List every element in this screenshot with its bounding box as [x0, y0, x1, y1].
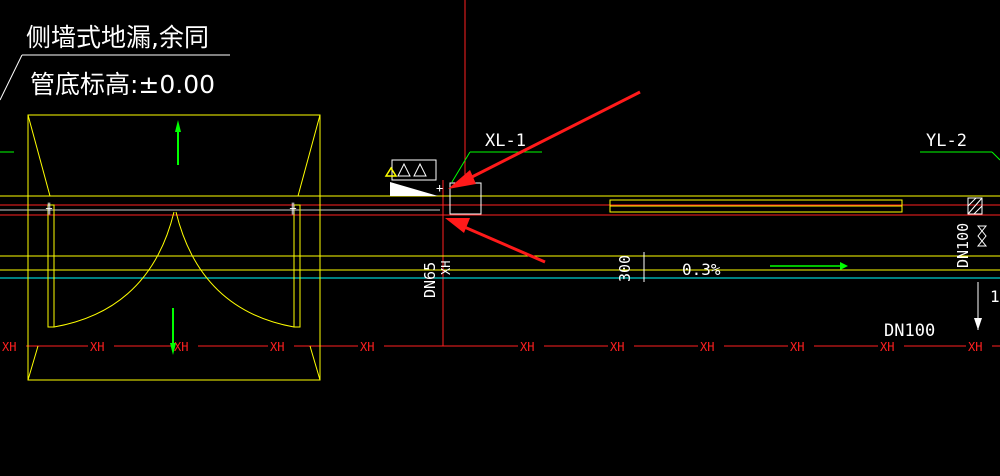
- xh-marker-bg: [608, 339, 634, 353]
- xh-marker: XH: [968, 340, 982, 354]
- xh-marker: XH: [880, 340, 894, 354]
- xh-marker: XH: [610, 340, 624, 354]
- drain-note: 侧墙式地漏,余同 管底标高:±0.00: [0, 23, 230, 101]
- wall-hatch-1: [967, 197, 983, 215]
- sump-pipe-tick-right: ╫: [289, 202, 297, 215]
- sump-slope-right-low: [309, 345, 321, 381]
- xh-marker-bg: [966, 339, 992, 353]
- slope-label: 0.3%: [682, 260, 721, 279]
- xh-marker: XH: [360, 340, 374, 354]
- sump-flow-arrow-up-head: [175, 120, 181, 132]
- xh-marker: XH: [700, 340, 714, 354]
- dim-300-label: 300: [616, 255, 634, 282]
- dn65-label: DN65: [421, 262, 439, 298]
- sump-inner-right-wall: [293, 204, 301, 328]
- sump-inner-left-wall: [47, 204, 55, 328]
- xh-label-group: XH XH XH XH XH XH XH XH XH XH XH: [0, 339, 992, 354]
- dn100-label: DN100: [884, 321, 935, 341]
- drain-cross: +: [436, 181, 443, 195]
- sump-flow-arrow-down-head: [170, 343, 176, 355]
- callout-arrow-lower: [445, 218, 546, 264]
- slope-arrow-head: [840, 262, 848, 270]
- sump-slope-left: [27, 114, 51, 197]
- dn100-vertical-label: DN100: [954, 223, 972, 268]
- note-line-1: 侧墙式地漏,余同: [26, 23, 209, 52]
- sump-pipe-tick-left: ╫: [45, 202, 53, 215]
- right-edge-digit: 1: [990, 287, 1000, 306]
- floor-drain-symbol: +: [384, 159, 482, 215]
- note-line-2: 管底标高:±0.00: [30, 70, 215, 99]
- xh-marker-bg: [358, 339, 384, 353]
- drain-wedge: [390, 182, 438, 196]
- xh-marker: XH: [2, 340, 16, 354]
- xh-marker-bg: [518, 339, 544, 353]
- xl1-leader: [451, 151, 471, 183]
- yl2-label: YL-2: [926, 131, 967, 151]
- callout-arrow-upper: [448, 90, 641, 189]
- callout-arrow-lower-head: [445, 218, 470, 233]
- callout-arrow-lower-shaft: [461, 224, 546, 264]
- xh-vertical-label: XH: [439, 261, 453, 275]
- sump-slope-left-low: [27, 345, 39, 381]
- sump-pit: ╫ ╫: [27, 114, 321, 381]
- right-dim-arrow: [974, 318, 982, 330]
- xh-marker-bg: [88, 339, 114, 353]
- yl2-leader: [991, 151, 1000, 161]
- xh-marker: XH: [790, 340, 804, 354]
- note-leader: [0, 54, 23, 101]
- xh-marker-bg: [172, 339, 198, 353]
- xh-marker: XH: [90, 340, 104, 354]
- drain-box: [391, 159, 437, 181]
- wall-hatch-2: [967, 197, 977, 207]
- wall-hatch-3: [973, 205, 983, 215]
- sump-curve-right: [175, 211, 295, 328]
- callout-arrow-upper-head: [448, 170, 476, 189]
- xh-marker: XH: [174, 340, 188, 354]
- drain-triangle-yellow: [384, 166, 398, 177]
- xl1-label: XL-1: [485, 131, 526, 151]
- yl2-tag: YL-2: [920, 131, 1000, 161]
- xh-marker-bg: [0, 339, 26, 353]
- sump-curve-left: [53, 211, 175, 328]
- drain-triangle-1: [397, 162, 411, 177]
- sump-slope-right: [297, 114, 321, 197]
- valve-symbol: [976, 225, 988, 247]
- xh-marker-bg: [878, 339, 904, 353]
- xh-marker: XH: [520, 340, 534, 354]
- xh-marker: XH: [270, 340, 284, 354]
- xh-marker-bg: [788, 339, 814, 353]
- xl1-tag: XL-1: [451, 131, 542, 183]
- callout-arrow-upper-shaft: [461, 90, 641, 184]
- xh-marker-bg: [698, 339, 724, 353]
- xh-marker-bg: [268, 339, 294, 353]
- drain-triangle-2: [413, 162, 427, 177]
